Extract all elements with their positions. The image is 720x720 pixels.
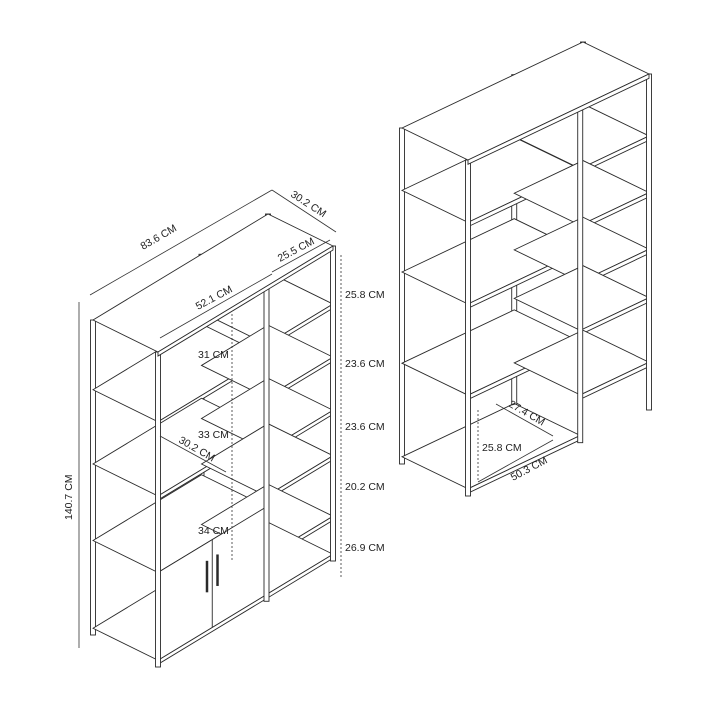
front-left-post [155,351,161,668]
width-dimension-line [89,189,273,296]
width-label: 83.6 CM [139,222,179,252]
right-height-label-3: 23.6 CM [345,421,385,433]
top-panel-edge [157,245,334,357]
left-shelf-unit [90,213,336,668]
cabinet-height-label: 25.8 CM [482,442,522,454]
shelf-depth-line [159,435,227,473]
cabinet-depth-line [495,403,554,437]
depth-dimension-line [271,189,337,233]
right-height-label-4: 20.2 CM [345,481,385,493]
total-height-label: 140.7 CM [63,474,75,520]
right-section-width-line [271,239,331,273]
left-dimensions: 83.6 CM 30.2 CM 25.5 CM 52.1 CM 140.7 CM… [63,188,385,648]
top-panel-edge [467,73,650,166]
left-height-label-3: 34 CM [198,525,229,537]
left-height-label-2: 33 CM [198,429,229,441]
right-height-label-1: 25.8 CM [345,289,385,301]
right-shelf-unit [399,41,652,497]
left-height-label-1: 31 CM [198,349,229,361]
front-right-post [646,73,652,411]
front-middle-post [263,285,270,602]
left-section-width-line [159,273,273,339]
back-left-post [90,319,96,636]
right-height-label-2: 23.6 CM [345,358,385,370]
right-height-label-5: 26.9 CM [345,542,385,554]
cabinet-width-line [477,439,554,483]
front-left-post [465,159,471,497]
front-middle-post [577,106,584,444]
front-right-post [330,245,336,562]
back-left-post [399,127,405,465]
